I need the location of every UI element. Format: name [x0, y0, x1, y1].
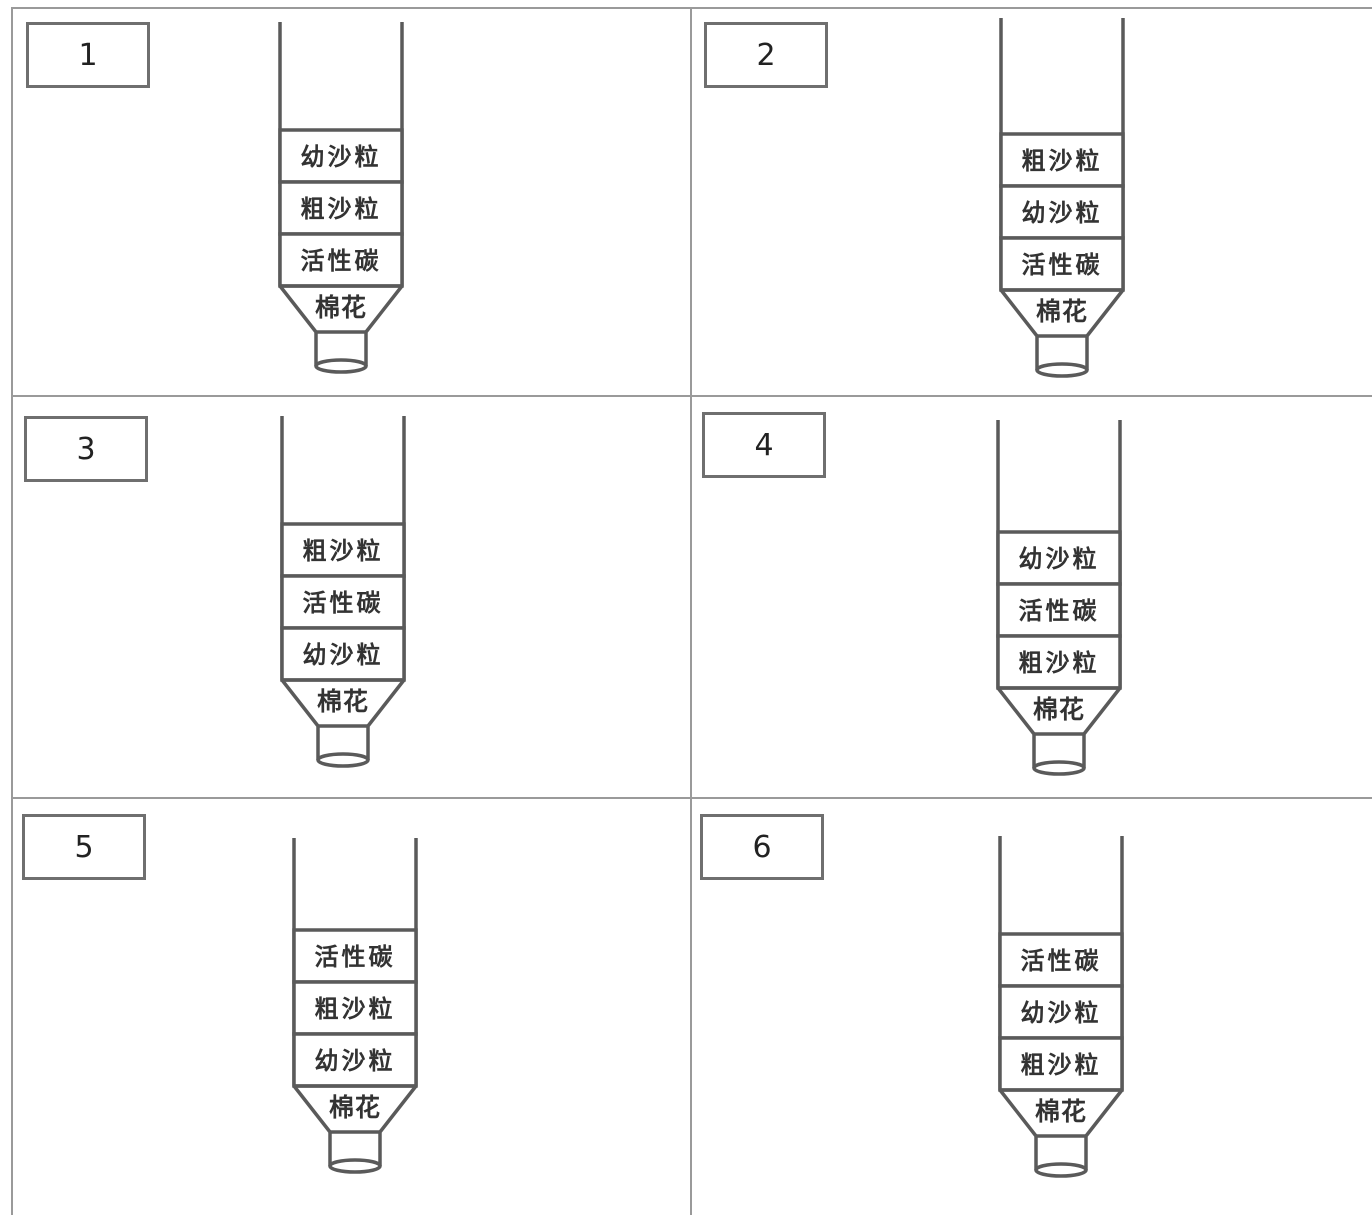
filter-layer-label: 活性碳 — [1019, 596, 1100, 625]
filter-layer-label: 粗沙粒 — [1019, 648, 1100, 677]
filter-layer-label: 幼沙粒 — [1022, 198, 1103, 227]
filter-layer-label: 幼沙粒 — [1021, 998, 1102, 1027]
filter-layer-label: 幼沙粒 — [303, 640, 384, 669]
filter-layer-label: 幼沙粒 — [1019, 544, 1100, 573]
panel-number-box: 3 — [24, 416, 148, 482]
funnel-label: 棉花 — [329, 1093, 381, 1122]
panel-number-box: 6 — [700, 814, 824, 880]
spout-outlet — [1036, 1164, 1086, 1176]
panel-number-box: 4 — [702, 412, 826, 478]
filter-layer-label: 活性碳 — [303, 588, 384, 617]
filter-layer-label: 粗沙粒 — [1022, 146, 1103, 175]
panel-number: 2 — [756, 38, 775, 73]
spout-outlet — [316, 360, 366, 372]
grid-line-middle — [690, 7, 692, 1215]
grid-line-row-1 — [12, 395, 1372, 397]
grid-line-row-2 — [12, 797, 1372, 799]
spout-outlet — [1034, 762, 1084, 774]
filter-layer-label: 粗沙粒 — [301, 194, 382, 223]
funnel-label: 棉花 — [317, 687, 369, 716]
filter-layer-label: 活性碳 — [1022, 250, 1103, 279]
filter-layer-label: 幼沙粒 — [301, 142, 382, 171]
panel-number: 1 — [78, 38, 97, 73]
spout-outlet — [318, 754, 368, 766]
filter-layer-label: 幼沙粒 — [315, 1046, 396, 1075]
funnel-label: 棉花 — [1033, 695, 1085, 724]
panel-number: 6 — [752, 830, 771, 865]
panel-number: 4 — [754, 428, 773, 463]
filter-layer-label: 活性碳 — [315, 942, 396, 971]
panel-number: 3 — [76, 432, 95, 467]
spout-outlet — [1037, 364, 1087, 376]
spout-outlet — [330, 1160, 380, 1172]
filter-layer-label: 粗沙粒 — [1021, 1050, 1102, 1079]
filter-layer-label: 活性碳 — [301, 246, 382, 275]
filter-layer-label: 粗沙粒 — [303, 536, 384, 565]
filter-layer-label: 活性碳 — [1021, 946, 1102, 975]
funnel-label: 棉花 — [1036, 297, 1088, 326]
panel-number-box: 5 — [22, 814, 146, 880]
panel-number-box: 1 — [26, 22, 150, 88]
panel-number-box: 2 — [704, 22, 828, 88]
grid-line-top — [12, 7, 1372, 9]
filter-layer-label: 粗沙粒 — [315, 994, 396, 1023]
panel-number: 5 — [74, 830, 93, 865]
grid-line-left — [11, 7, 13, 1215]
funnel-label: 棉花 — [1035, 1097, 1087, 1126]
funnel-label: 棉花 — [315, 293, 367, 322]
